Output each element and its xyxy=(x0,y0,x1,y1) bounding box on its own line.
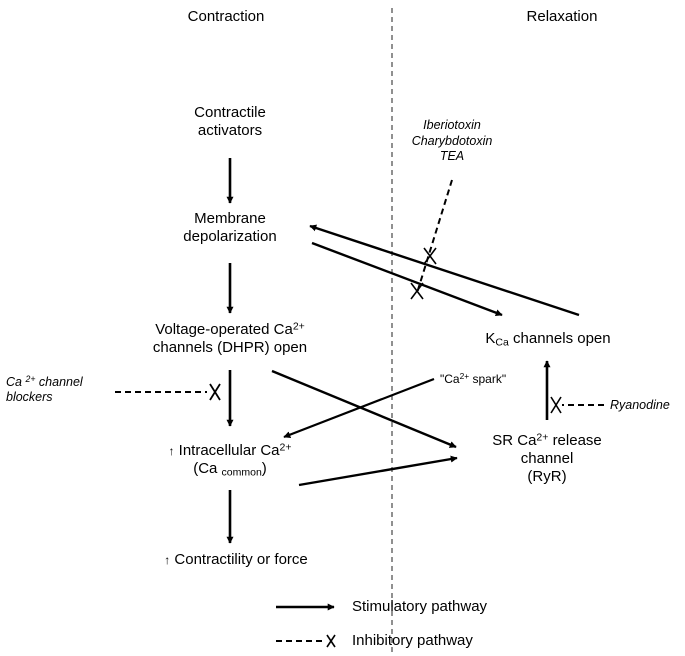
node-contractility: ↑ Contractility or force xyxy=(164,551,308,568)
legend-inhibitory-label: Inhibitory pathway xyxy=(352,632,473,649)
arrow-vocc-to-ryr xyxy=(271,369,457,449)
label-ca-channel-blockers: Ca 2+ channel blockers xyxy=(6,374,83,404)
legend-inhibit-x-mark xyxy=(326,634,336,648)
arrow-spark-to-intracellular xyxy=(283,377,435,439)
inhibit-x-mark xyxy=(550,396,562,414)
increase-arrow-icon: ↑ xyxy=(168,444,175,458)
legend-stimulatory-label: Stimulatory pathway xyxy=(352,598,488,615)
inhibit-x-mark xyxy=(410,282,424,300)
arrow-intracellular-to-ryr xyxy=(298,455,458,487)
inhibitor-toxins-line xyxy=(416,179,453,294)
node-sr-release-channel: SR Ca2+ release channel (RyR) xyxy=(492,431,602,485)
node-voltage-operated-channels: Voltage-operated Ca2+ channels (DHPR) op… xyxy=(152,320,308,356)
node-contractile-activators: Contractile activators xyxy=(194,104,266,139)
label-calcium-spark: "Ca2+ spark" xyxy=(440,371,507,386)
label-ryanodine: Ryanodine xyxy=(610,398,670,412)
node-membrane-depolarization: Membrane depolarization xyxy=(183,210,277,245)
arrow-kca-to-depolarization xyxy=(309,224,580,317)
header-contraction: Contraction xyxy=(187,8,265,25)
increase-arrow-icon: ↑ xyxy=(164,553,171,567)
inhibit-x-mark xyxy=(209,383,221,401)
inhibit-x-mark xyxy=(423,247,437,265)
node-kca-channels: KCa channels open xyxy=(485,330,611,349)
header-relaxation: Relaxation xyxy=(526,8,598,25)
node-intracellular-calcium: ↑ Intracellular Ca2+ (Ca common) xyxy=(168,441,292,479)
label-kca-blockers: Iberiotoxin Charybdotoxin TEA xyxy=(411,118,493,164)
arrow-depolarization-to-kca xyxy=(311,241,503,317)
